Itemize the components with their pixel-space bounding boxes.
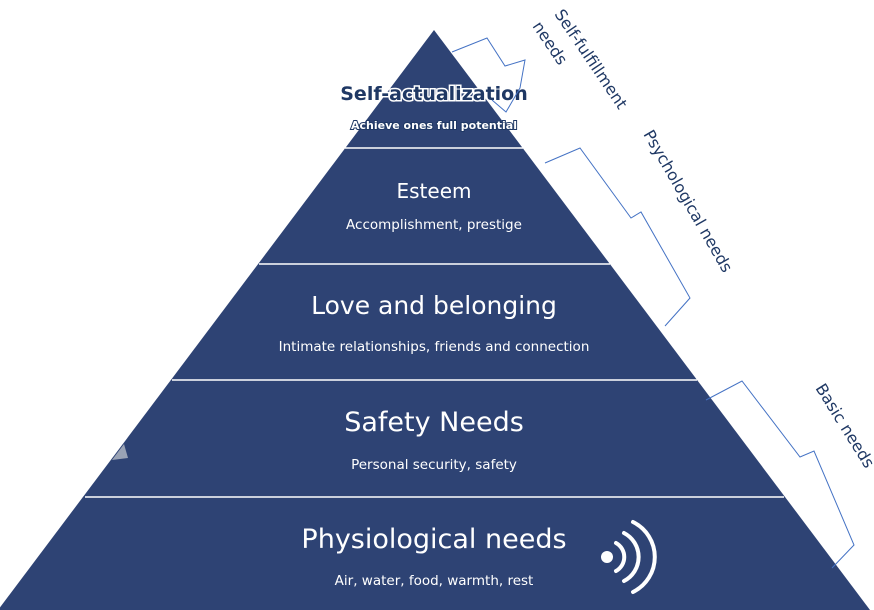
tier-title: Esteem	[397, 179, 472, 203]
tier-love-belonging: Love and belonging Intimate relationship…	[279, 291, 590, 355]
brace-basic	[705, 380, 855, 569]
tier-esteem: Esteem Accomplishment, prestige	[346, 179, 522, 233]
tier-subtitle: Air, water, food, warmth, rest	[335, 573, 534, 589]
tier-subtitle: Intimate relationships, friends and conn…	[279, 339, 590, 355]
wireless-signal-icon	[601, 520, 657, 594]
pyramid-body	[0, 30, 870, 610]
brace-psychological	[544, 147, 691, 327]
category-label: Psychological needs	[640, 127, 737, 276]
category-basic: Basic needs	[812, 380, 874, 471]
edge-marker	[112, 444, 128, 460]
tier-safety: Safety Needs Personal security, safety	[344, 407, 524, 473]
tier-physiological: Physiological needs Air, water, food, wa…	[301, 524, 566, 589]
brace-self-fulfillment	[451, 37, 526, 113]
tier-title: Physiological needs	[301, 524, 566, 555]
category-label: Basic needs	[812, 380, 874, 471]
tier-subtitle: Accomplishment, prestige	[346, 217, 522, 233]
tier-subtitle: Achieve ones full potential	[351, 119, 517, 132]
tier-title: Self-actualization	[340, 83, 528, 105]
tier-subtitle: Personal security, safety	[351, 457, 517, 473]
category-psychological: Psychological needs	[640, 127, 737, 276]
tier-self-actualization: Self-actualization Achieve ones full pot…	[339, 82, 530, 134]
tier-title: Love and belonging	[311, 291, 557, 320]
tier-title: Safety Needs	[344, 407, 524, 438]
